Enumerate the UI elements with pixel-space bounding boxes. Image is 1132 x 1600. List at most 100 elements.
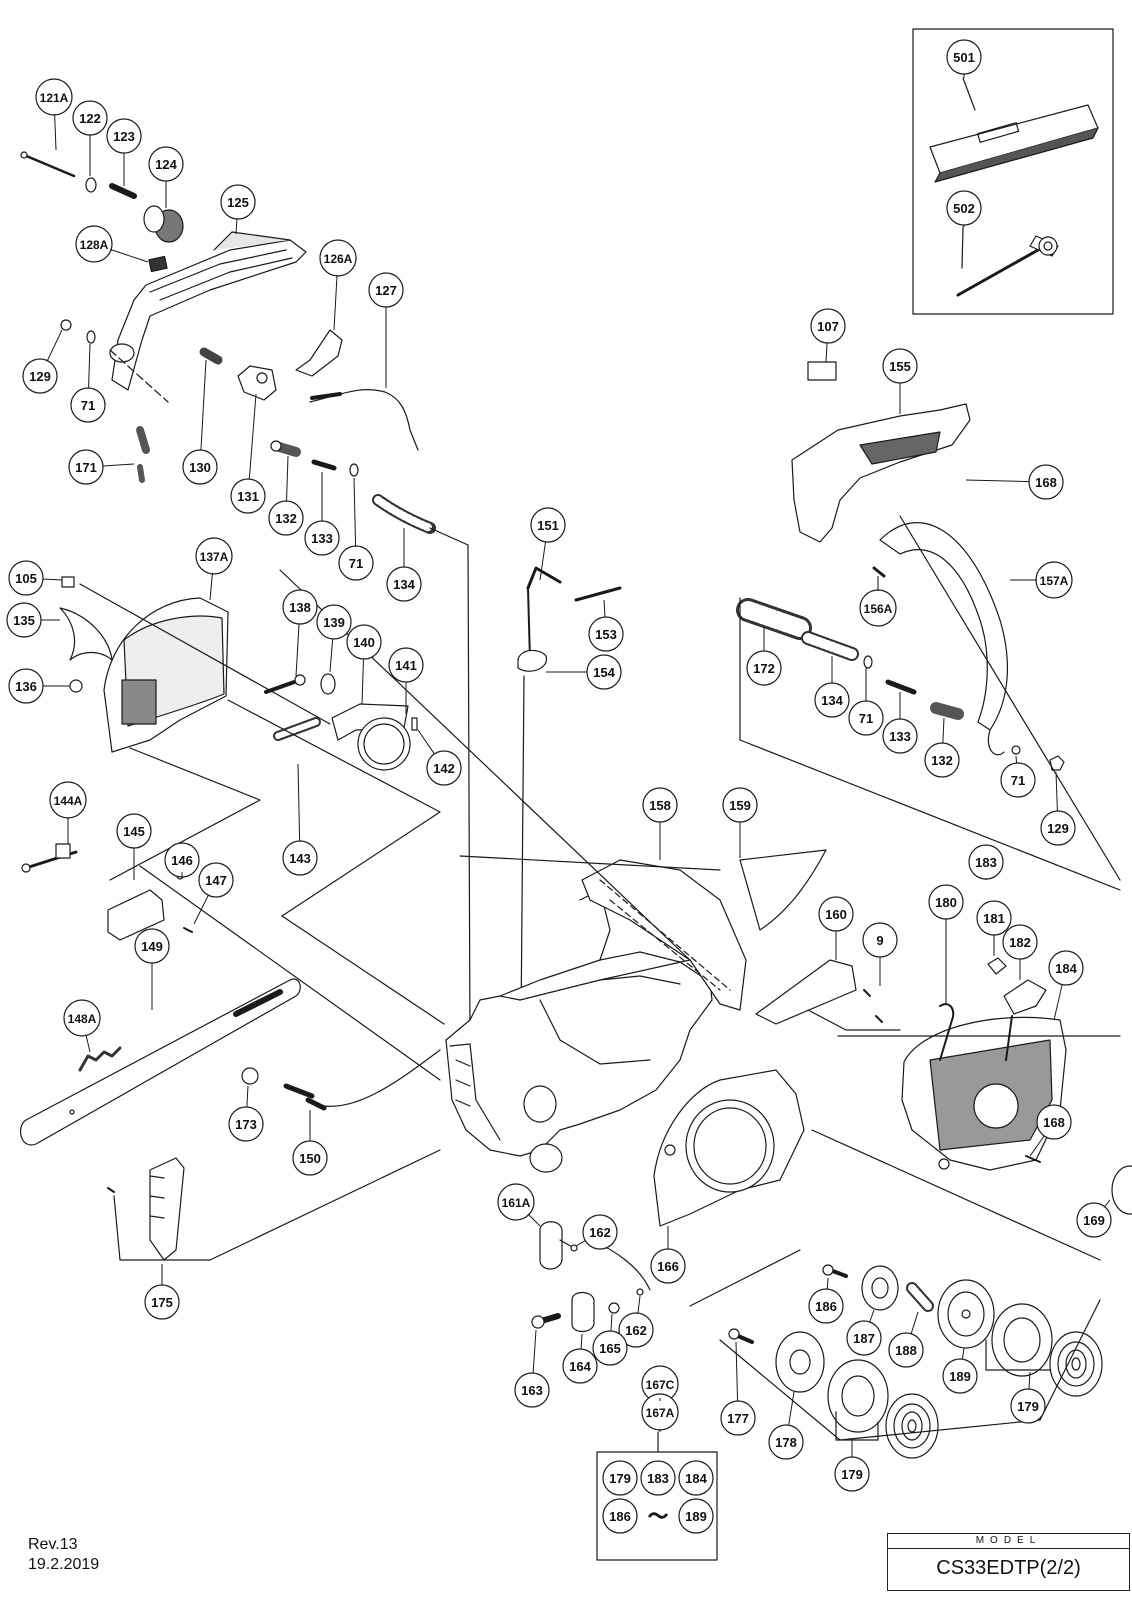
callout-143-c143-circle bbox=[282, 840, 318, 876]
kit-callout-184: 184 bbox=[678, 1460, 714, 1496]
callout-150-c150: 150 bbox=[292, 1140, 328, 1176]
model-box: MODEL CS33EDTP(2/2) bbox=[887, 1533, 1130, 1591]
callout-173-c173-circle bbox=[228, 1106, 264, 1142]
callout-153-c153: 153 bbox=[588, 616, 624, 652]
leader-c140 bbox=[361, 658, 364, 705]
starter-grip-182-part bbox=[1003, 979, 1047, 1061]
callout-165-c165: 165 bbox=[592, 1330, 628, 1366]
callout-187-c187: 187 bbox=[846, 1320, 882, 1356]
callout-149-c149-label: 149 bbox=[141, 939, 163, 954]
leader-c186a bbox=[826, 1277, 829, 1290]
kit-range-to-circle bbox=[678, 1498, 714, 1534]
callout-144A-c144a: 144A bbox=[49, 781, 87, 819]
kit-range-to-label: 189 bbox=[685, 1509, 707, 1524]
fan-cover-166-part bbox=[653, 1069, 805, 1227]
callout-145-c145: 145 bbox=[116, 813, 152, 849]
callout-107-c107-label: 107 bbox=[817, 319, 839, 334]
leader-c147 bbox=[193, 894, 209, 925]
callout-156A-c156a: 156A bbox=[859, 589, 897, 627]
callout-155-c155-label: 155 bbox=[889, 359, 911, 374]
callout-183-c183a: 183 bbox=[968, 844, 1004, 880]
pulley-187-part bbox=[861, 1265, 899, 1311]
filter-164-part bbox=[571, 1291, 595, 1333]
callout-121A-c121a-label: 121A bbox=[40, 91, 69, 105]
callout-188-c188: 188 bbox=[888, 1332, 924, 1368]
callout-126A-c126a-label: 126A bbox=[324, 252, 353, 266]
leader-c148a bbox=[85, 1034, 91, 1053]
spring-188-part bbox=[906, 1282, 934, 1312]
callout-154-c154-label: 154 bbox=[593, 665, 615, 680]
callout-124-c124-label: 124 bbox=[155, 157, 177, 172]
callout-123-c123: 123 bbox=[106, 118, 142, 154]
callout-148A-c148a-circle bbox=[63, 999, 101, 1037]
callout-166-c166-label: 166 bbox=[657, 1259, 679, 1274]
callout-133-c133a: 133 bbox=[304, 520, 340, 556]
callout-146-c146-label: 146 bbox=[171, 853, 193, 868]
callout-169-c169-circle bbox=[1076, 1202, 1112, 1238]
callout-184-c184a-circle bbox=[1048, 950, 1084, 986]
callout-9-c9: 9 bbox=[862, 922, 898, 958]
leader-c153 bbox=[603, 599, 606, 618]
callout-156A-c156a-label: 156A bbox=[864, 602, 893, 616]
callout-165-c165-circle bbox=[592, 1330, 628, 1366]
callout-168-c168a: 168 bbox=[1028, 464, 1064, 500]
callout-167C-c167c-label: 167C bbox=[646, 1378, 675, 1392]
side-cover-137a-part bbox=[103, 597, 229, 753]
leader-c138 bbox=[295, 623, 300, 677]
plate-179a-part bbox=[991, 1303, 1053, 1377]
callout-173-c173-label: 173 bbox=[235, 1117, 257, 1132]
callout-178-c178: 178 bbox=[768, 1424, 804, 1460]
callout-502-c502-label: 502 bbox=[953, 201, 975, 216]
callout-186-c186a: 186 bbox=[808, 1288, 844, 1324]
callout-122-c122-label: 122 bbox=[79, 111, 101, 126]
callout-184-c184a: 184 bbox=[1048, 950, 1084, 986]
callout-186-c186a-circle bbox=[808, 1288, 844, 1324]
callout-171-c171-label: 171 bbox=[75, 460, 97, 475]
callout-161A-c161a: 161A bbox=[497, 1183, 535, 1221]
kit-callout-183-label: 183 bbox=[647, 1471, 669, 1486]
leader-c151 bbox=[539, 541, 547, 581]
leader-c169 bbox=[1104, 1199, 1111, 1208]
callout-145-c145-label: 145 bbox=[123, 824, 145, 839]
callout-71-c71c: 71 bbox=[848, 700, 884, 736]
adjuster-144a-part bbox=[21, 843, 78, 873]
callout-107-c107-circle bbox=[810, 308, 846, 344]
spiral-spring-179a-part bbox=[1049, 1331, 1103, 1397]
callout-160-c160-label: 160 bbox=[825, 907, 847, 922]
callout-130-c130-circle bbox=[182, 449, 218, 485]
callout-181-c181: 181 bbox=[976, 900, 1012, 936]
callout-143-c143: 143 bbox=[282, 840, 318, 876]
callout-154-c154: 154 bbox=[586, 654, 622, 690]
leader-c179a bbox=[1028, 1371, 1031, 1390]
callout-125-c125-circle bbox=[220, 184, 256, 220]
callout-129-c129a: 129 bbox=[22, 358, 58, 394]
callout-189-c189a-circle bbox=[942, 1358, 978, 1394]
spiral-spring-179b-part bbox=[885, 1393, 939, 1459]
kit-range-from-label: 186 bbox=[609, 1509, 631, 1524]
kit-range-from: 186 bbox=[602, 1498, 638, 1534]
callout-71-c71d-label: 71 bbox=[1011, 773, 1025, 788]
callout-131-c131: 131 bbox=[230, 478, 266, 514]
model-header: MODEL bbox=[888, 1534, 1129, 1549]
callout-140-c140-label: 140 bbox=[353, 635, 375, 650]
callout-178-c178-circle bbox=[768, 1424, 804, 1460]
callout-168-c168b-circle bbox=[1036, 1104, 1072, 1140]
callout-160-c160: 160 bbox=[818, 896, 854, 932]
callout-151-c151-label: 151 bbox=[537, 518, 559, 533]
callout-135-c135-label: 135 bbox=[13, 613, 35, 628]
callout-172-c172-label: 172 bbox=[753, 661, 775, 676]
leader-c128a bbox=[109, 248, 149, 263]
callout-188-c188-label: 188 bbox=[895, 1343, 917, 1358]
callout-129-c129b-label: 129 bbox=[1047, 821, 1069, 836]
chain-brake-parts bbox=[264, 673, 418, 771]
callout-134-c134b-label: 134 bbox=[821, 693, 843, 708]
callout-126A-c126a-circle bbox=[319, 239, 357, 277]
callout-146-c146: 146 bbox=[164, 842, 200, 878]
callout-132-c132a: 132 bbox=[268, 500, 304, 536]
callout-128A-c128a: 128A bbox=[75, 225, 113, 263]
callout-129-c129a-circle bbox=[22, 358, 58, 394]
callout-188-c188-circle bbox=[888, 1332, 924, 1368]
callout-148A-c148a-label: 148A bbox=[68, 1012, 97, 1026]
callout-179-c179b-label: 179 bbox=[841, 1467, 863, 1482]
